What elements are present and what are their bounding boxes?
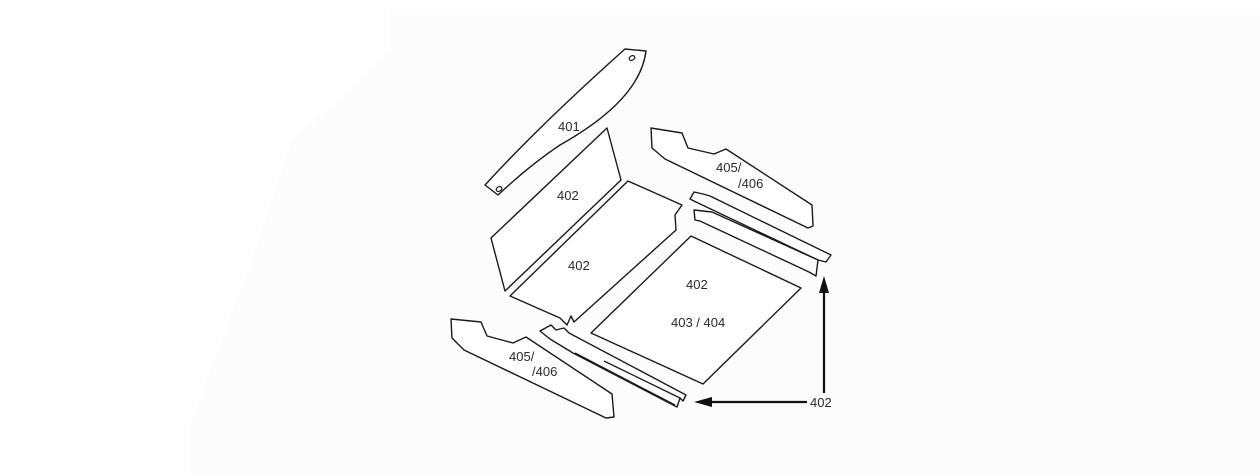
part-label-405-left: 405/ bbox=[509, 349, 535, 364]
part-label-406-left: /406 bbox=[532, 364, 557, 379]
part-402-back: 402 bbox=[490, 127, 622, 292]
part-402-middle: 402 bbox=[509, 180, 683, 326]
background-patches bbox=[190, 10, 1260, 474]
part-402-rail-left bbox=[539, 324, 687, 408]
part-405-406-left: 405/ /406 bbox=[450, 318, 615, 419]
part-402-floor: 402 403 / 404 bbox=[590, 235, 802, 385]
part-label-401: 401 bbox=[558, 119, 580, 134]
arrow-left-icon bbox=[694, 397, 712, 407]
part-label-402-back: 402 bbox=[557, 188, 579, 203]
part-401: 401 bbox=[484, 48, 647, 196]
callout-label-402: 402 bbox=[810, 395, 832, 410]
part-label-402-middle: 402 bbox=[568, 258, 590, 273]
part-label-402-floor: 402 bbox=[686, 277, 708, 292]
part-402-rail-right bbox=[689, 191, 832, 277]
part-label-403-404: 403 / 404 bbox=[671, 315, 725, 330]
mounting-hole-icon bbox=[495, 185, 503, 193]
callout-402: 402 bbox=[694, 276, 832, 410]
part-405-406-right: 405/ /406 bbox=[650, 127, 814, 229]
arrow-up-icon bbox=[819, 276, 829, 293]
part-label-405-right: 405/ bbox=[716, 160, 742, 175]
part-label-406-right: /406 bbox=[738, 176, 763, 191]
mounting-hole-icon bbox=[628, 54, 636, 62]
